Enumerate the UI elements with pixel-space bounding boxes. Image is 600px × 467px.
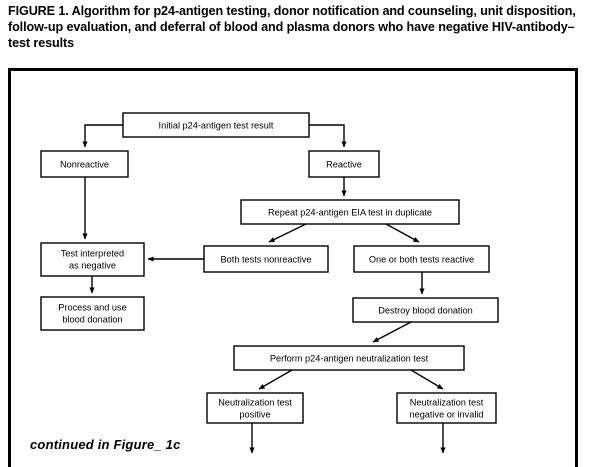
node-label-line1: Process and use xyxy=(58,302,126,312)
node-label-line2: blood donation xyxy=(62,314,122,324)
node-nonreactive[interactable]: Nonreactive xyxy=(40,150,129,178)
node-one-or-both-tests-reactive[interactable]: One or both tests reactive xyxy=(353,245,490,273)
node-label: Reactive xyxy=(326,159,362,169)
node-label: One or both tests reactive xyxy=(369,254,474,264)
edge-initial-to-reactive xyxy=(309,124,347,148)
node-both-tests-nonreactive[interactable]: Both tests nonreactive xyxy=(203,245,329,273)
continued-note: continued in Figure_ 1c xyxy=(30,437,181,452)
node-label-line1: Test interpreted xyxy=(61,248,124,258)
edge-repeat-eia-to-both-nonreactive xyxy=(268,223,307,243)
node-label: Initial p24-antigen test result xyxy=(159,120,274,130)
connector-layer xyxy=(82,124,446,454)
node-label: Perform p24-antigen neutralization test xyxy=(270,353,429,363)
edge-neutralization-to-negative xyxy=(410,369,444,390)
node-label: Destroy blood donation xyxy=(378,305,473,315)
figure-title: FIGURE 1. Algorithm for p24-antigen test… xyxy=(8,4,576,50)
node-destroy-blood-donation[interactable]: Destroy blood donation xyxy=(352,297,499,323)
node-label-line2: positive xyxy=(239,409,270,419)
node-test-interpreted-as-negative[interactable]: Test interpreted as negative xyxy=(40,242,145,277)
node-repeat-p24-antigen-eia-test[interactable]: Repeat p24-antigen EIA test in duplicate xyxy=(240,199,460,225)
flowchart-canvas: Initial p24-antigen test result Nonreact… xyxy=(40,112,499,454)
node-reactive[interactable]: Reactive xyxy=(308,150,380,178)
node-label: Repeat p24-antigen EIA test in duplicate xyxy=(268,207,432,217)
edge-neutralization-to-positive xyxy=(258,369,293,390)
edge-initial-to-nonreactive xyxy=(82,124,123,148)
node-layer: Initial p24-antigen test result Nonreact… xyxy=(40,112,499,424)
node-label-line2: as negative xyxy=(69,260,116,270)
node-label: Both tests nonreactive xyxy=(221,254,312,264)
figure-frame: Initial p24-antigen test result Nonreact… xyxy=(8,68,578,467)
edge-repeat-eia-to-one-or-both-reactive xyxy=(385,223,420,243)
node-label: Nonreactive xyxy=(60,159,109,169)
node-perform-p24-antigen-neutralization-test[interactable]: Perform p24-antigen neutralization test xyxy=(233,345,465,371)
node-neutralization-test-positive[interactable]: Neutralization test positive xyxy=(206,392,304,424)
node-label-line1: Neutralization test xyxy=(218,397,292,407)
node-process-and-use-blood-donation[interactable]: Process and use blood donation xyxy=(40,296,145,331)
edge-destroy-to-neutralization xyxy=(372,321,412,343)
node-neutralization-test-negative-or-invalid[interactable]: Neutralization test negative or invalid xyxy=(396,392,497,424)
node-initial-p24-antigen-test-result[interactable]: Initial p24-antigen test result xyxy=(122,112,310,138)
node-label-line1: Neutralization test xyxy=(410,397,484,407)
node-label-line2: negative or invalid xyxy=(409,409,483,419)
